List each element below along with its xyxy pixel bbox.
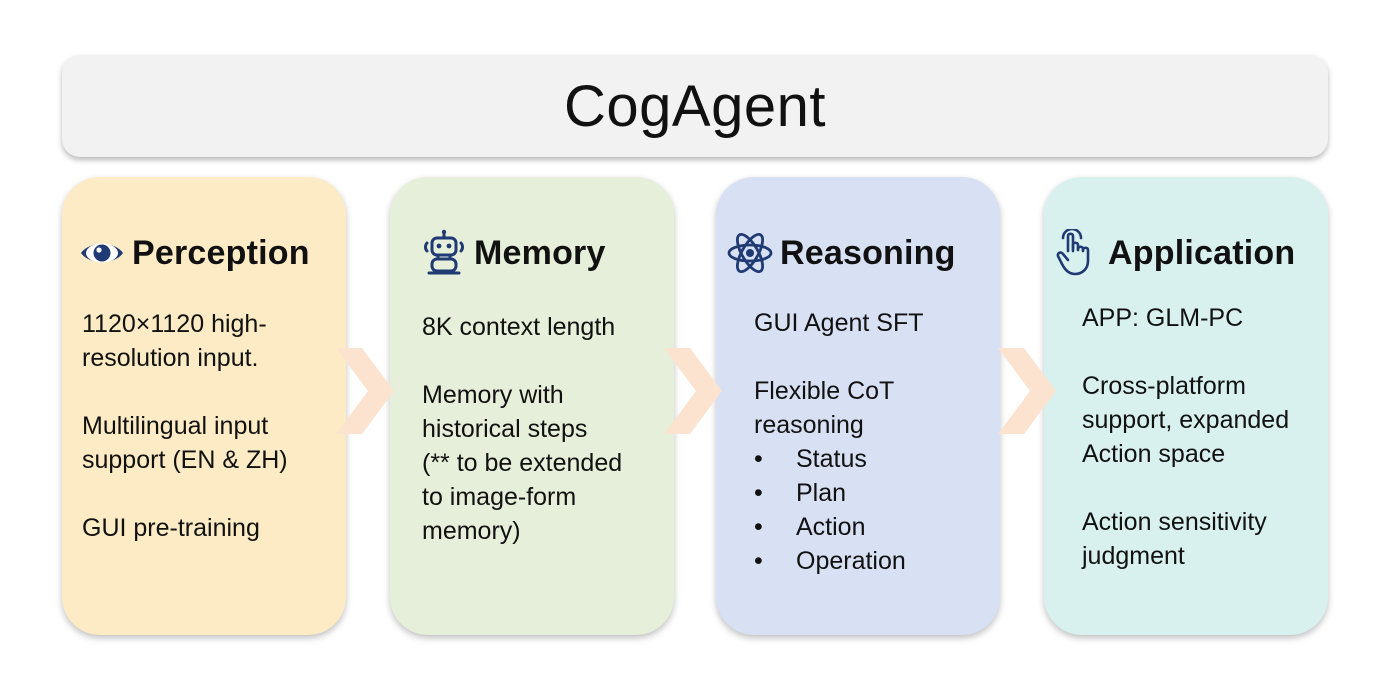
perception-text-line: resolution input. xyxy=(82,344,259,372)
memory-card: Memory 8K context length Memory with his… xyxy=(390,177,674,635)
perception-paragraph: GUI pre-training xyxy=(82,511,344,545)
perception-text-line: 1120×1120 high- xyxy=(82,310,267,338)
bullet-item: Action xyxy=(754,510,1016,544)
reasoning-body: GUI Agent SFT Flexible CoT reasoning Sta… xyxy=(754,306,1016,578)
application-header: Application xyxy=(1054,229,1295,277)
application-text-line: APP: GLM-PC xyxy=(1082,304,1244,332)
reasoning-bullet-list: Status Plan Action Operation xyxy=(754,442,1016,578)
memory-header: Memory xyxy=(420,229,606,277)
memory-text-line: Memory with xyxy=(422,381,564,409)
memory-paragraph: Memory with historical steps (** to be e… xyxy=(422,378,684,548)
robot-icon xyxy=(420,229,468,277)
bullet-item: Operation xyxy=(754,544,1016,578)
memory-text-line: to image-form xyxy=(422,483,577,511)
application-title: Application xyxy=(1108,233,1296,272)
eye-icon xyxy=(78,229,126,277)
memory-text-line: memory) xyxy=(422,517,521,545)
chevron-arrow-icon xyxy=(998,348,1056,434)
perception-header: Perception xyxy=(78,229,310,277)
atom-icon xyxy=(726,229,774,277)
perception-paragraph: 1120×1120 high- resolution input. xyxy=(82,307,344,375)
title-bar: CogAgent xyxy=(62,55,1328,157)
application-paragraph: Cross-platform support, expanded Action … xyxy=(1082,369,1344,471)
reasoning-paragraph: Flexible CoT reasoning xyxy=(754,374,1016,442)
reasoning-text-line: reasoning xyxy=(754,411,864,439)
chevron-arrow-icon xyxy=(664,348,722,434)
reasoning-text-line: Flexible CoT xyxy=(754,377,895,405)
reasoning-text-line: GUI Agent SFT xyxy=(754,309,924,337)
perception-text-line: GUI pre-training xyxy=(82,514,260,542)
application-card: Application APP: GLM-PC Cross-platform s… xyxy=(1044,177,1328,635)
memory-title: Memory xyxy=(474,233,606,272)
diagram-title: CogAgent xyxy=(564,73,826,139)
perception-text-line: Multilingual input xyxy=(82,412,269,440)
perception-paragraph: Multilingual input support (EN & ZH) xyxy=(82,409,344,477)
bullet-item: Plan xyxy=(754,476,1016,510)
memory-text-line: (** to be extended xyxy=(422,449,623,477)
chevron-arrow-icon xyxy=(336,348,394,434)
application-text-line: judgment xyxy=(1082,542,1185,570)
application-paragraph: APP: GLM-PC xyxy=(1082,301,1344,335)
memory-paragraph: 8K context length xyxy=(422,310,684,344)
pointing-hand-icon xyxy=(1054,229,1102,277)
perception-card: Perception 1120×1120 high- resolution in… xyxy=(62,177,346,635)
perception-body: 1120×1120 high- resolution input. Multil… xyxy=(82,307,344,545)
perception-title: Perception xyxy=(132,233,310,272)
application-paragraph: Action sensitivity judgment xyxy=(1082,505,1344,573)
reasoning-header: Reasoning xyxy=(726,229,956,277)
application-text-line: Action sensitivity xyxy=(1082,508,1267,536)
memory-text-line: 8K context length xyxy=(422,313,616,341)
reasoning-card: Reasoning GUI Agent SFT Flexible CoT rea… xyxy=(716,177,1000,635)
memory-text-line: historical steps xyxy=(422,415,588,443)
perception-text-line: support (EN & ZH) xyxy=(82,446,288,474)
application-body: APP: GLM-PC Cross-platform support, expa… xyxy=(1082,301,1344,573)
application-text-line: support, expanded xyxy=(1082,406,1290,434)
application-text-line: Action space xyxy=(1082,440,1226,468)
bullet-item: Status xyxy=(754,442,1016,476)
reasoning-title: Reasoning xyxy=(780,233,956,272)
memory-body: 8K context length Memory with historical… xyxy=(422,310,684,548)
reasoning-paragraph: GUI Agent SFT xyxy=(754,306,1016,340)
application-text-line: Cross-platform xyxy=(1082,372,1246,400)
